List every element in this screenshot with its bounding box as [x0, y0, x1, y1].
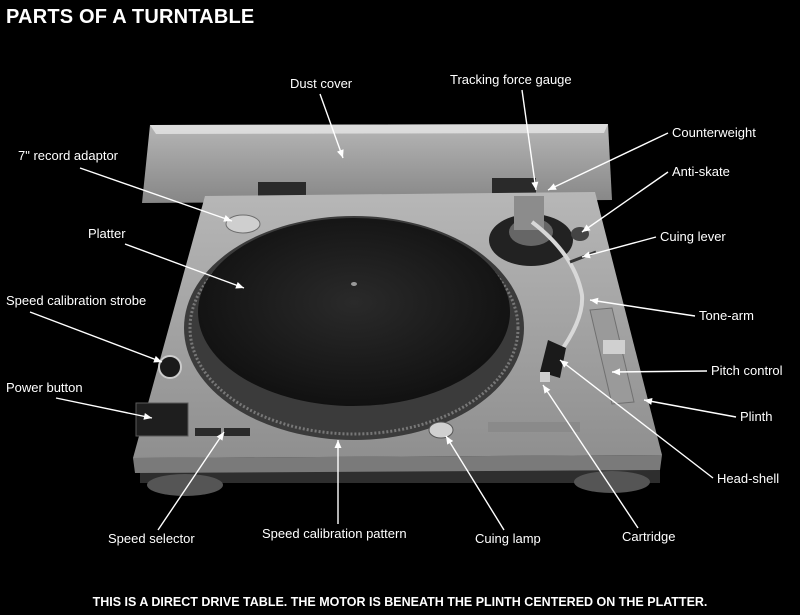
- leader-lines: [29, 89, 737, 531]
- arrowhead-speed-calibration-pattern: [334, 440, 342, 448]
- arrowhead-dust-cover: [337, 149, 344, 158]
- label-cartridge: Cartridge: [622, 529, 675, 544]
- leader-anti-skate: [581, 171, 669, 233]
- leader-speed-calibration-strobe: [29, 311, 163, 363]
- leader-counterweight: [547, 132, 669, 191]
- leader-cartridge: [542, 384, 639, 529]
- label-group: Dust cover Tracking force gauge 7" recor…: [6, 72, 783, 546]
- label-power-button: Power button: [6, 380, 83, 395]
- record-adaptor-shape: [225, 214, 261, 234]
- label-anti-skate: Anti-skate: [672, 164, 730, 179]
- diagram-title: PARTS OF A TURNTABLE: [6, 6, 255, 28]
- leader-record-adaptor: [79, 167, 233, 222]
- leader-platter: [124, 243, 245, 289]
- arrowhead-speed-calibration-strobe: [153, 355, 162, 363]
- arrowhead-speed-selector: [216, 432, 224, 441]
- label-plinth: Plinth: [740, 409, 773, 424]
- label-speed-calibration-pattern: Speed calibration pattern: [262, 526, 407, 541]
- label-head-shell: Head-shell: [717, 471, 779, 486]
- arrowhead-anti-skate: [582, 224, 591, 232]
- label-speed-selector: Speed selector: [108, 531, 195, 546]
- leader-cuing-lever: [581, 236, 657, 258]
- diagram-footer-note: THIS IS A DIRECT DRIVE TABLE. THE MOTOR …: [92, 595, 708, 609]
- tone-arm-shape: [530, 220, 585, 357]
- dust-cover-shape: [142, 124, 612, 203]
- leader-tone-arm: [589, 299, 696, 317]
- cuing-lamp-shape: [428, 421, 454, 439]
- leader-power-button: [55, 397, 153, 419]
- arrowhead-cuing-lamp: [446, 436, 454, 445]
- leader-pitch-control: [611, 370, 708, 373]
- arrowhead-tone-arm: [590, 297, 599, 305]
- leader-plinth: [643, 399, 737, 418]
- label-record-adaptor: 7" record adaptor: [18, 148, 119, 163]
- label-cuing-lever: Cuing lever: [660, 229, 726, 244]
- leader-head-shell: [559, 359, 714, 479]
- arrowhead-pitch-control: [612, 368, 621, 376]
- label-tone-arm: Tone-arm: [699, 308, 754, 323]
- label-cuing-lamp: Cuing lamp: [475, 531, 541, 546]
- pitch-control-shape: [589, 307, 635, 405]
- strobe-shape: [158, 355, 182, 379]
- leader-tracking-force-gauge: [521, 89, 537, 191]
- head-shell-shape: [540, 340, 566, 378]
- label-platter: Platter: [88, 226, 126, 241]
- leader-dust-cover: [319, 93, 344, 159]
- arrowhead-cartridge: [543, 385, 551, 394]
- arrowhead-power-button: [143, 412, 152, 420]
- label-dust-cover: Dust cover: [290, 76, 353, 91]
- leader-speed-selector: [157, 431, 225, 531]
- label-pitch-control: Pitch control: [711, 363, 783, 378]
- turntable-illustration: [133, 124, 662, 496]
- platter-mat: [198, 218, 510, 406]
- foot-left: [147, 474, 223, 496]
- label-speed-calibration-strobe: Speed calibration strobe: [6, 293, 146, 308]
- arrowhead-counterweight: [548, 183, 557, 190]
- foot-right: [574, 471, 650, 493]
- label-tracking-force-gauge: Tracking force gauge: [450, 72, 572, 87]
- arrowhead-plinth: [644, 398, 653, 405]
- arrowhead-record-adaptor: [223, 215, 232, 222]
- arrowhead-platter: [235, 281, 244, 289]
- arrowhead-tracking-force-gauge: [531, 181, 539, 190]
- leader-cuing-lamp: [445, 435, 505, 531]
- arrowhead-head-shell: [560, 360, 569, 368]
- label-counterweight: Counterweight: [672, 125, 756, 140]
- arrowhead-cuing-lever: [582, 251, 591, 259]
